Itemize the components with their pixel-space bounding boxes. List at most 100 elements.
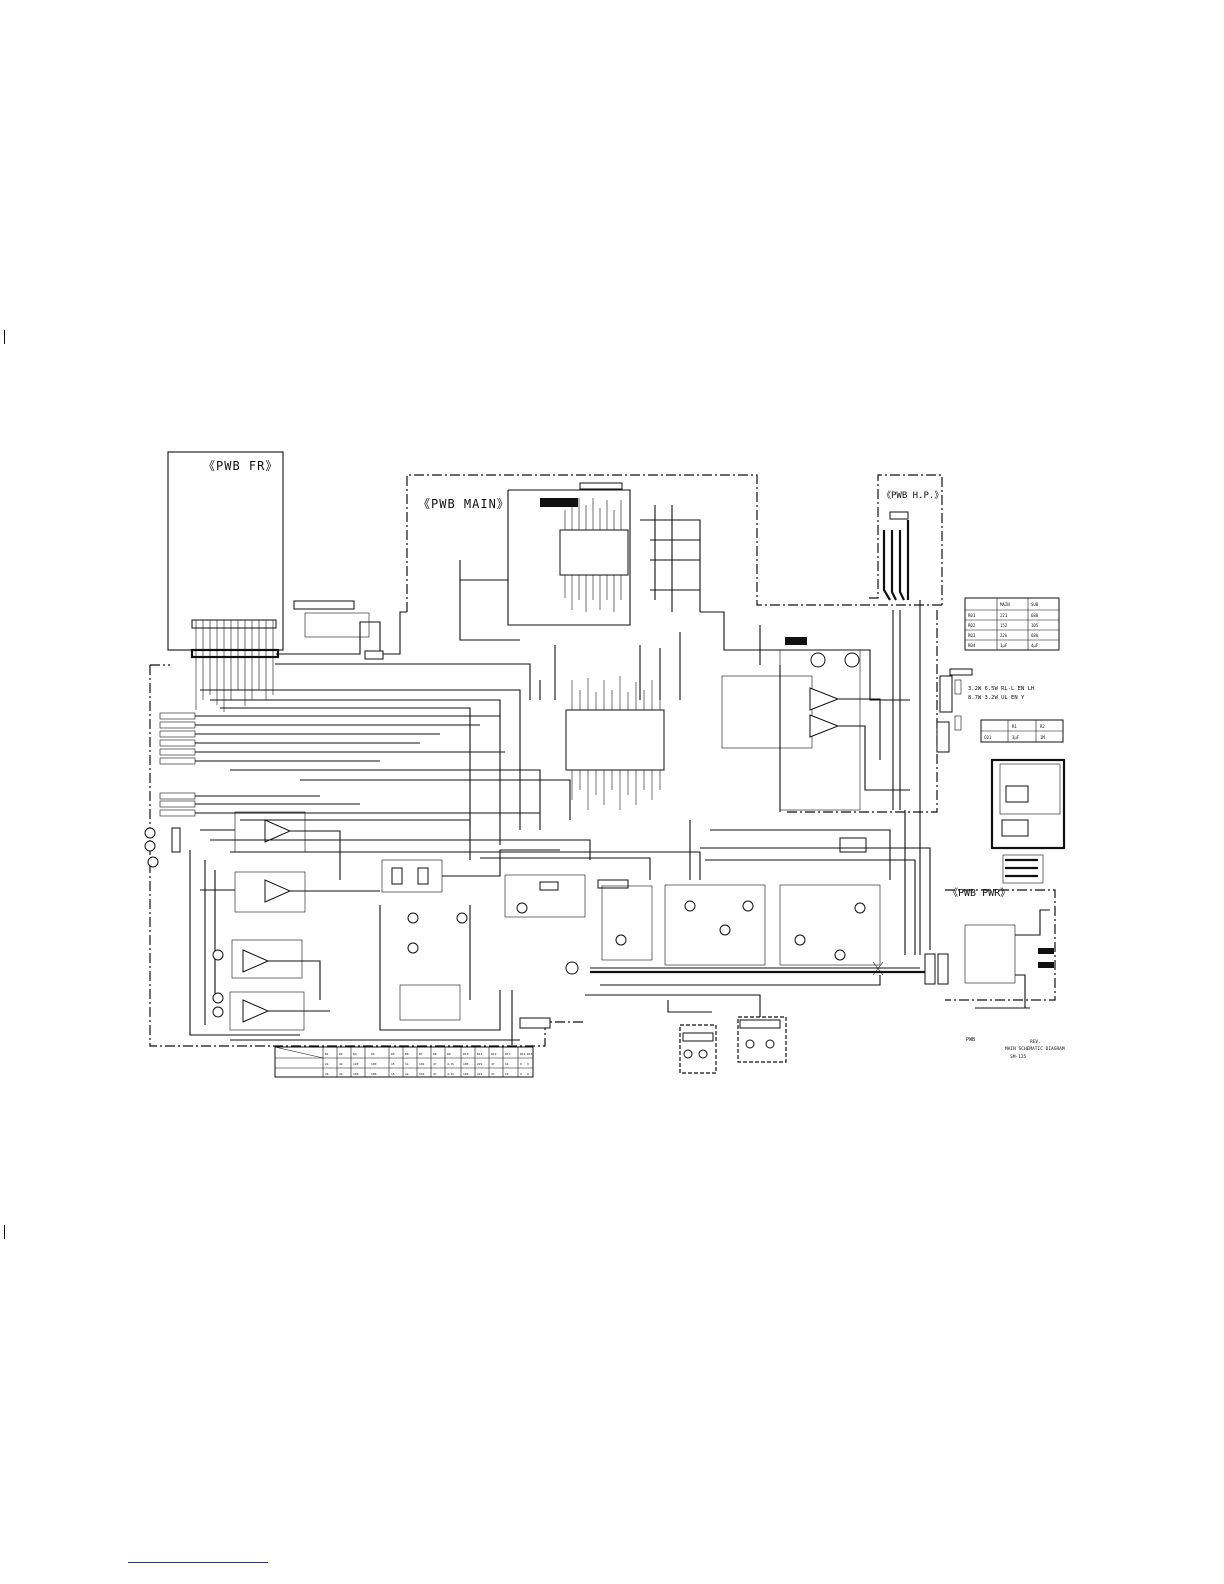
- pwb-main-outline-bottom: [149, 665, 585, 1047]
- tmr-r0c0: C01: [984, 735, 992, 740]
- fr-connector: [190, 619, 280, 712]
- tb-r1c6: 1k: [405, 1072, 409, 1076]
- trt-r1c0: R02: [968, 623, 976, 628]
- tb-r1c10: 100: [463, 1072, 469, 1076]
- table-bottom: R1 R2 R3 R4 R5 R6 R7 R8 R9 R10 R11 R12 R…: [274, 1046, 534, 1078]
- tmr-h1: R1: [1012, 724, 1017, 729]
- note-pwb: PWB: [966, 1037, 975, 1043]
- trt-r0c0: R01: [968, 613, 976, 618]
- tb-r1c8: 47: [433, 1072, 437, 1076]
- interconnect-bus: [200, 600, 931, 1045]
- tb-r0c11: 22k: [477, 1062, 483, 1066]
- note-title: MAIN SCHEMATIC DIAGRAM: [1005, 1046, 1065, 1052]
- tmr-r0c1: 3μF: [1012, 735, 1020, 740]
- tb-r1c15: O: [527, 1072, 529, 1076]
- pwb-hp-label: 《PWB H.P.》: [882, 490, 943, 501]
- pwb-pwr-outline: [945, 889, 1056, 1001]
- note-code: SM-125: [1010, 1054, 1027, 1060]
- tb-r0c12: 47: [491, 1062, 495, 1066]
- ic-top-center: [459, 482, 701, 641]
- tb-r1c11: 22k: [477, 1072, 483, 1076]
- tb-r0c10: 100: [463, 1062, 469, 1066]
- tb-h12: R12: [491, 1052, 497, 1056]
- tb-r1c2: 4k: [339, 1072, 343, 1076]
- tb-r0c9: 4.7k: [447, 1062, 454, 1066]
- tb-r0c8: 47: [433, 1062, 437, 1066]
- tb-h9: R9: [447, 1052, 451, 1056]
- trt-h1: MAIN: [1000, 602, 1010, 607]
- trt-r3c1: 1μF: [1000, 643, 1008, 648]
- tb-h6: R6: [405, 1052, 409, 1056]
- trt-r1c2: 105: [1031, 623, 1039, 628]
- tb-h14: R14: [520, 1052, 526, 1056]
- tb-r1c3: 100: [353, 1072, 359, 1076]
- power-supply-module: [990, 758, 1066, 884]
- tb-h5: R5: [391, 1052, 395, 1056]
- tb-r1c12: 47: [491, 1072, 495, 1076]
- note-revision: REV.: [1030, 1039, 1041, 1045]
- pwb-pwr-label: 《PWB PWR》: [948, 887, 1010, 899]
- speaker-note-2: 8.7W 3.2W UL EN Y: [968, 695, 1025, 701]
- tb-h2: R2: [339, 1052, 343, 1056]
- tb-r0c1: 2k: [325, 1062, 329, 1066]
- tb-h3: R3: [353, 1052, 357, 1056]
- tb-h7: R7: [419, 1052, 423, 1056]
- tb-h15: R15: [527, 1052, 533, 1056]
- tb-r1c13: 1k: [505, 1072, 509, 1076]
- tone-section: [379, 849, 579, 1031]
- tb-r1c9: 4.7k: [447, 1072, 454, 1076]
- bottom-connectors: [667, 1000, 1030, 1074]
- table-top-right: MAIN SUB R01 221 680 R02 152 105 R03 22k…: [964, 597, 1060, 651]
- pwb-main-outline-top: [406, 474, 942, 612]
- left-inputs: [144, 712, 540, 868]
- pwb-main-label: 《PWB MAIN》: [418, 497, 510, 511]
- tb-r0c5: 15: [391, 1062, 395, 1066]
- tb-r1c4: 100: [371, 1072, 377, 1076]
- tb-h13: R13: [505, 1052, 511, 1056]
- trt-r2c2: 68k: [1031, 633, 1039, 638]
- tb-r0c4: 100: [371, 1062, 377, 1066]
- margin-mark-upper: [4, 330, 5, 344]
- trt-r2c1: 22k: [1000, 633, 1008, 638]
- ic-main-center: [565, 676, 665, 810]
- speaker-connectors: [936, 668, 973, 753]
- table-mid-right: R1 R2 C01 3μF 1M: [980, 719, 1064, 743]
- transistor-array: [504, 837, 925, 974]
- trt-h2: SUB: [1031, 602, 1039, 607]
- tb-h1: R1: [325, 1052, 329, 1056]
- footer-rule: [128, 1562, 268, 1563]
- tb-r0c6: 1k: [405, 1062, 409, 1066]
- tb-r1c1: 2k: [325, 1072, 329, 1076]
- tb-r0c7: 10k: [419, 1062, 425, 1066]
- trt-r2c0: R03: [968, 633, 976, 638]
- pwr-board-internals: [924, 909, 1054, 1009]
- trt-r3c2: 4μF: [1031, 643, 1039, 648]
- tb-h4: R4: [371, 1052, 375, 1056]
- tmr-h2: R2: [1040, 724, 1045, 729]
- tb-r0c14: O: [520, 1062, 522, 1066]
- speaker-note-1: 3.2W 6.5W RL-L EN LH: [968, 686, 1034, 692]
- tb-h10: R10: [463, 1052, 469, 1056]
- power-amp-section: [721, 620, 910, 811]
- tb-r1c5: 15: [391, 1072, 395, 1076]
- op-amps-left: [189, 811, 380, 1036]
- tb-h11: R11: [477, 1052, 483, 1056]
- trt-r0c2: 680: [1031, 613, 1039, 618]
- hp-board-wiring: [882, 511, 910, 810]
- pwr-crossing: [872, 961, 884, 976]
- trt-r3c0: R04: [968, 643, 976, 648]
- tb-r0c15: X: [527, 1062, 529, 1066]
- tb-r1c14: O: [520, 1072, 522, 1076]
- tb-r1c7: 10k: [419, 1072, 425, 1076]
- tmr-r0c2: 1M: [1040, 735, 1045, 740]
- notes-block: PWB REV. MAIN SCHEMATIC DIAGRAM SM-125: [966, 1037, 1065, 1060]
- trt-r1c1: 152: [1000, 623, 1008, 628]
- tb-r0c13: 1k: [505, 1062, 509, 1066]
- inset-box: [276, 600, 407, 660]
- tb-r0c2: 4k: [339, 1062, 343, 1066]
- tb-r0c3: 120: [353, 1062, 359, 1066]
- trt-r0c1: 221: [1000, 613, 1008, 618]
- tb-h8: R8: [433, 1052, 437, 1056]
- margin-mark-lower: [4, 1225, 5, 1239]
